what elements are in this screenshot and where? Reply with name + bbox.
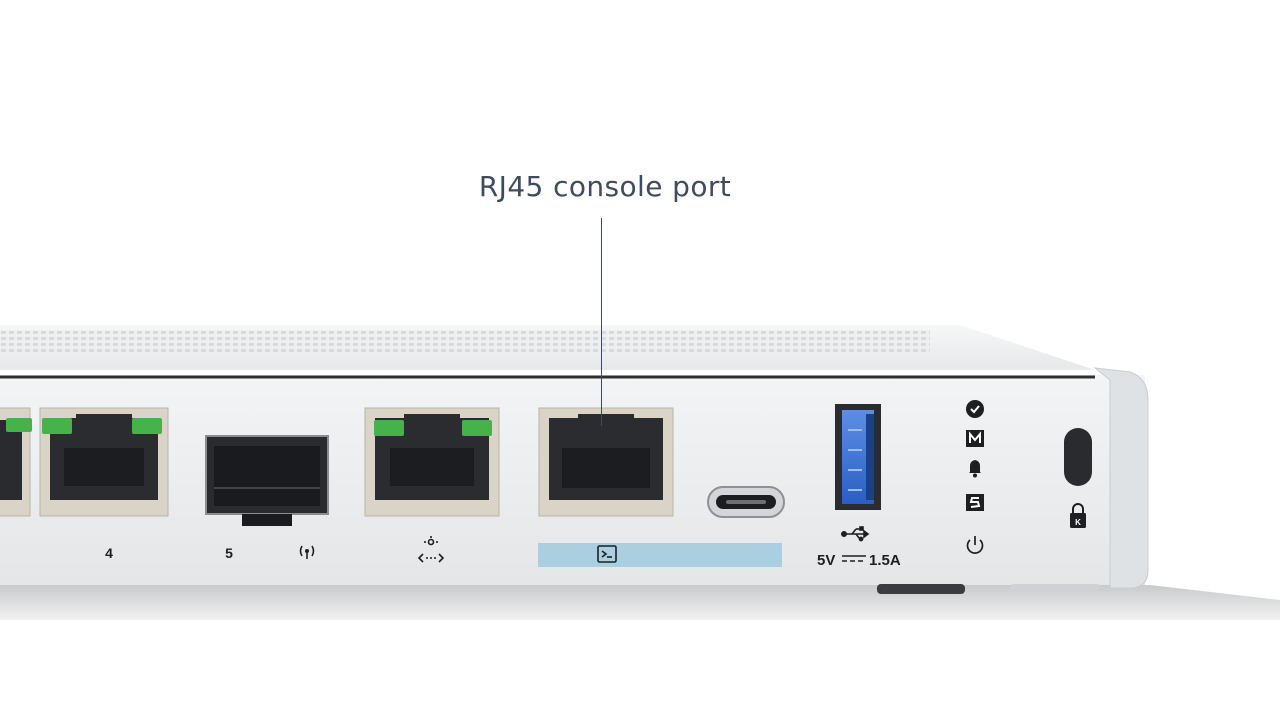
ethernet-port-uplink[interactable] <box>364 407 500 517</box>
foot-left <box>877 584 965 594</box>
callout-leader-line <box>601 218 602 426</box>
rj45-console-port[interactable] <box>538 407 674 517</box>
chassis-side <box>1093 367 1149 589</box>
lock-icon: K <box>1070 503 1086 528</box>
system-icon <box>966 494 984 511</box>
port-label-4: 4 <box>105 545 113 561</box>
wireless-antenna-icon <box>299 545 315 559</box>
callout-label: RJ45 console port <box>478 170 732 203</box>
usb-a-port[interactable] <box>835 404 881 510</box>
sfp-port-5[interactable] <box>205 435 329 526</box>
usb-current-label: 1.5A <box>869 552 901 569</box>
management-icon <box>966 430 984 447</box>
svg-text:K: K <box>1075 518 1081 527</box>
check-icon <box>966 400 984 418</box>
terminal-icon <box>597 545 617 563</box>
power-icon <box>966 536 984 554</box>
floor-shadow <box>0 585 1280 620</box>
dc-symbol <box>842 555 866 562</box>
usb-c-port[interactable] <box>707 486 785 518</box>
foot-right <box>1010 584 1100 590</box>
ethernet-port-3[interactable] <box>0 407 32 517</box>
vent-grille <box>0 330 930 352</box>
console-highlight-bar <box>538 543 782 567</box>
usb-icon <box>841 526 870 542</box>
usb-voltage-label: 5V <box>817 552 835 569</box>
activity-led <box>132 418 162 434</box>
port-label-5: 5 <box>225 545 233 561</box>
kensington-lock-slot[interactable] <box>1064 428 1092 486</box>
network-share-icon <box>417 536 445 563</box>
ethernet-port-4[interactable] <box>39 407 169 517</box>
link-led <box>42 418 72 434</box>
alert-bell-icon <box>969 460 981 478</box>
